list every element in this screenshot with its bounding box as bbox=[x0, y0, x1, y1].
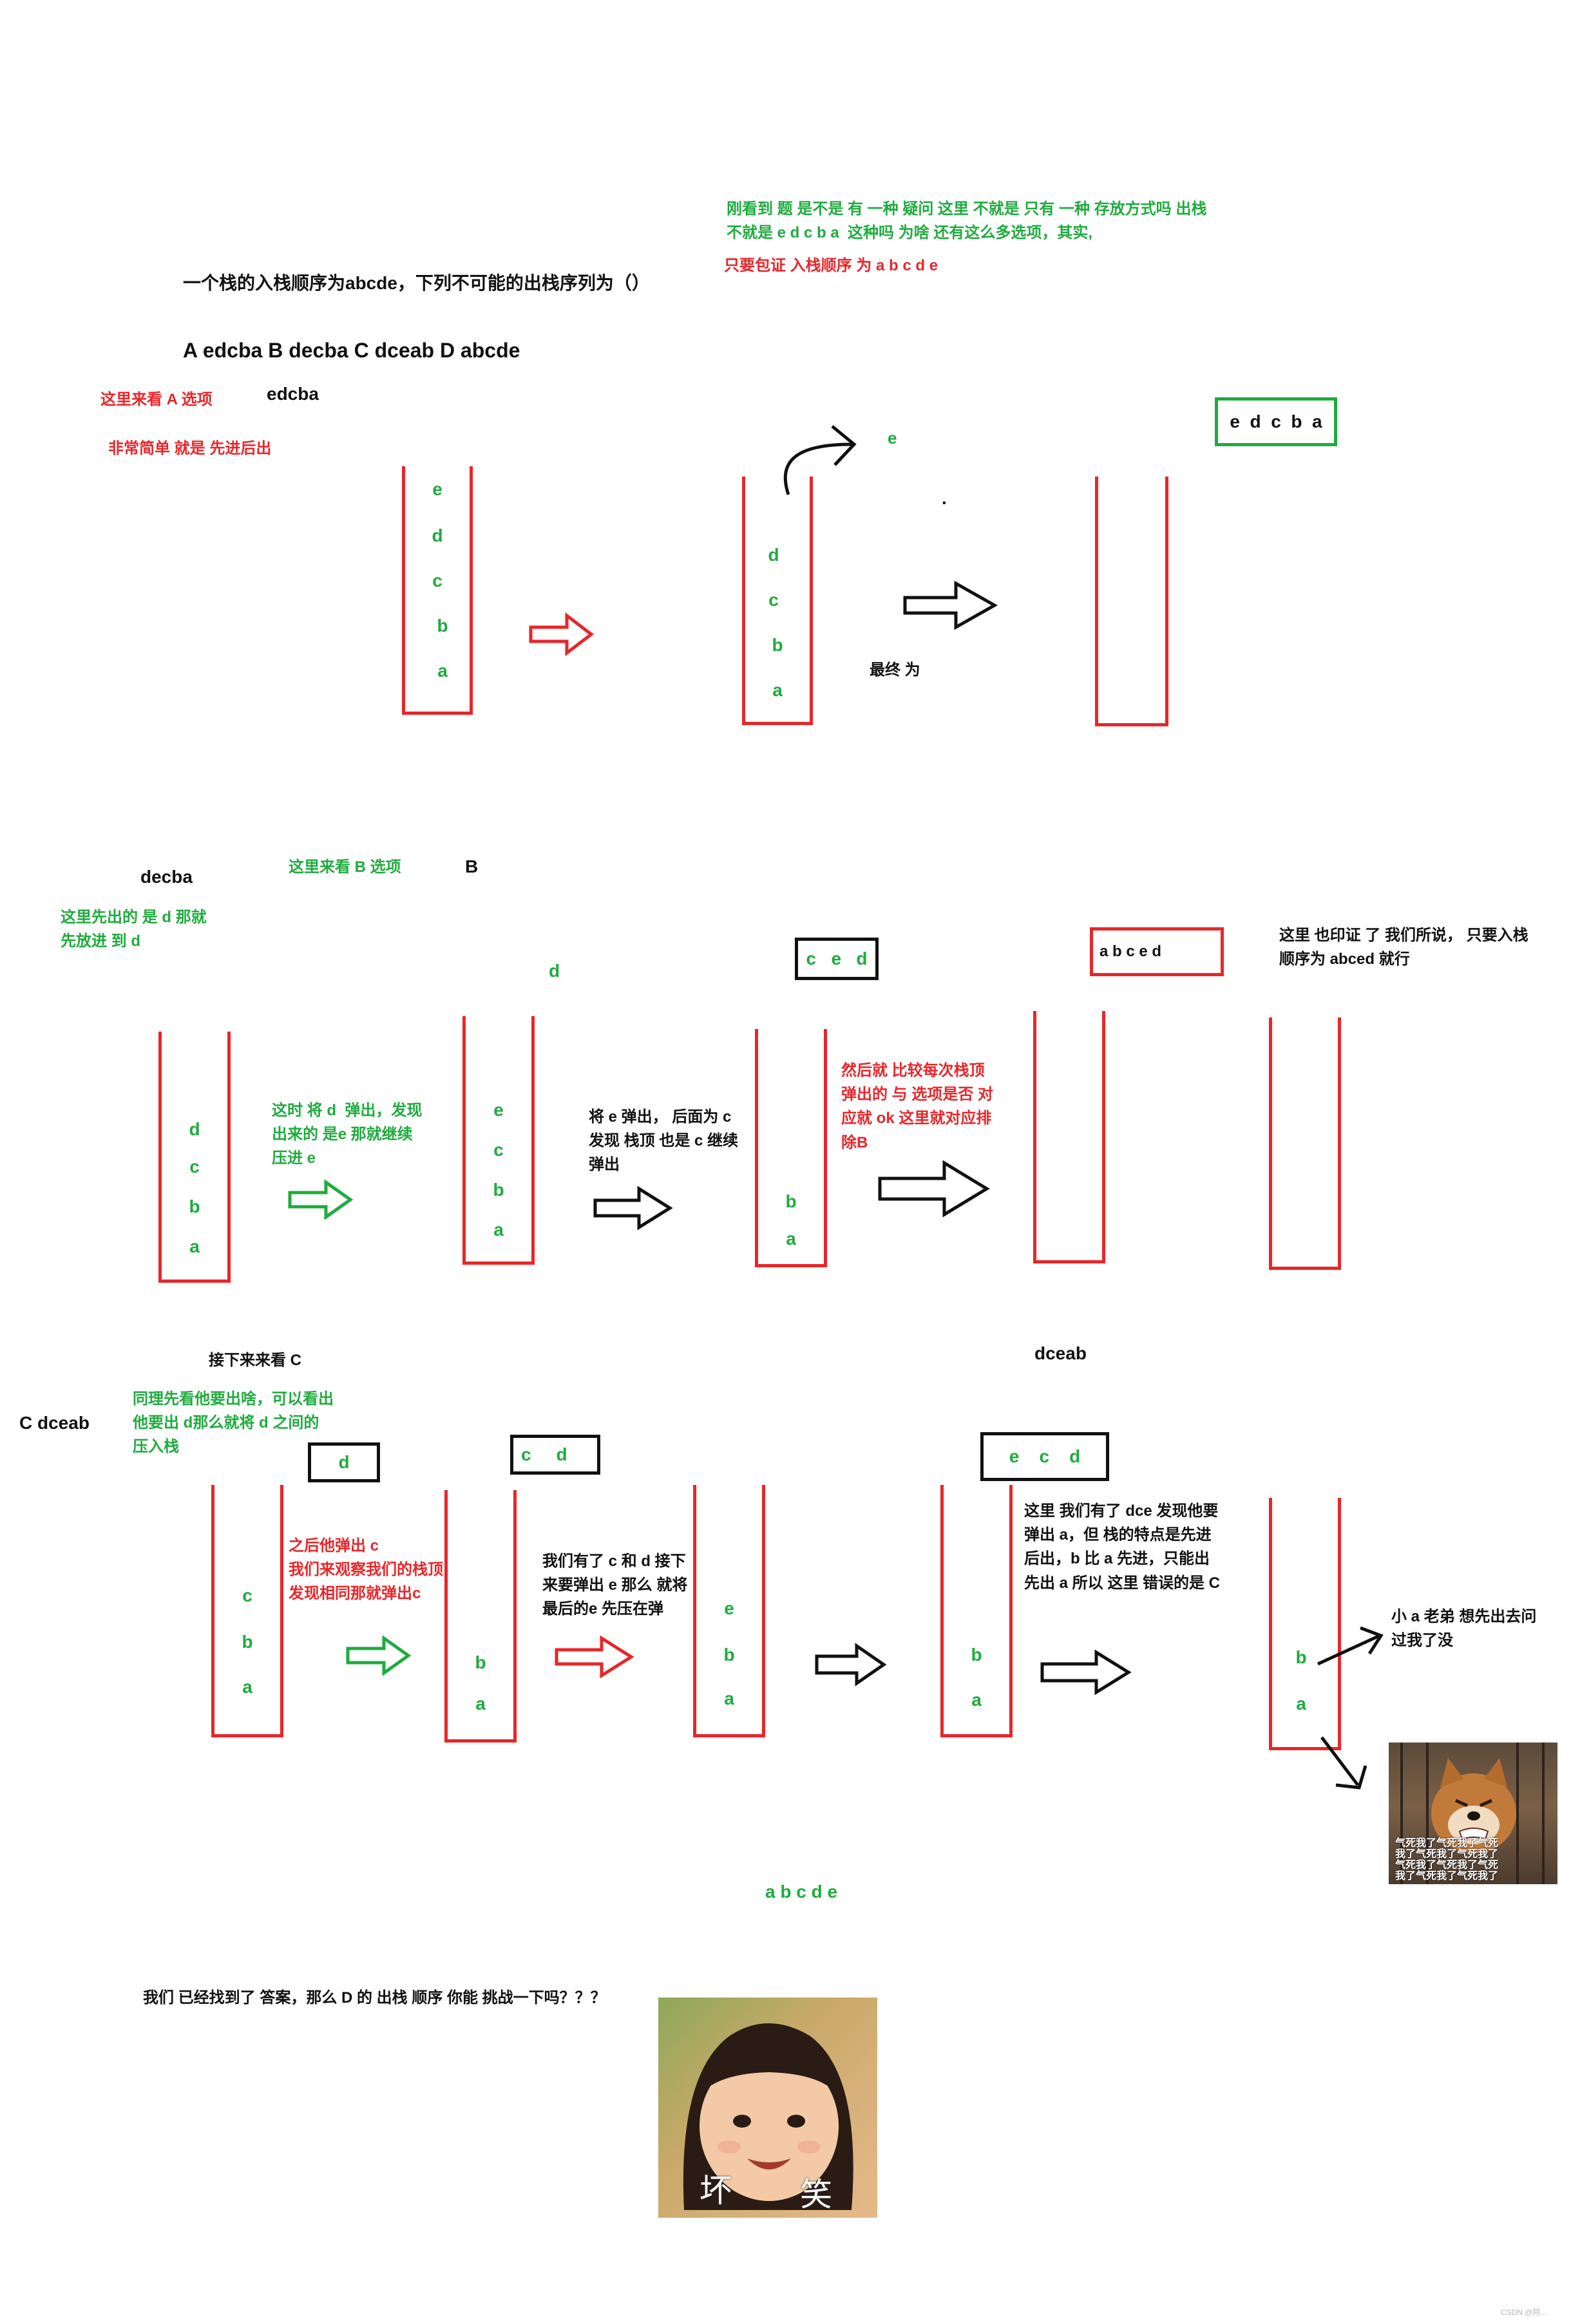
black-arrow-icon bbox=[593, 1185, 674, 1231]
section-c-heading: 接下来来看 C bbox=[209, 1348, 301, 1372]
stack-item: e bbox=[466, 1100, 531, 1120]
stack-item: c bbox=[466, 1140, 531, 1160]
final-label: 最终 为 bbox=[870, 658, 920, 682]
stack-item: c bbox=[162, 1157, 227, 1177]
stack-a2: d c b a bbox=[742, 477, 813, 725]
result-box-c2: c d bbox=[510, 1435, 600, 1475]
stray-dot: . bbox=[942, 484, 947, 512]
stack-item: b bbox=[758, 1191, 824, 1212]
stack-item: a bbox=[448, 1694, 513, 1714]
stack-item: a bbox=[1268, 1694, 1334, 1714]
smiling-girl-meme-image: 坏 笑 bbox=[658, 1998, 877, 2218]
stack-item: a bbox=[696, 1688, 762, 1709]
stack-item: b bbox=[448, 1652, 513, 1673]
stack-item: a bbox=[944, 1690, 1009, 1710]
green-arrow-icon bbox=[345, 1634, 412, 1677]
stack-item: b bbox=[696, 1645, 762, 1665]
section-c-note3: 我们有了 c 和 d 接下 来要弹出 e 那么 就将 最后的e 先压在弹 bbox=[542, 1549, 687, 1621]
section-d-sequence: a b c d e bbox=[765, 1878, 837, 1905]
stack-item: a bbox=[214, 1677, 280, 1697]
meme-caption: 气死我了气死我了气死 我了气死我了气死我了 气死我了气死我了气死 我了气死我了气… bbox=[1395, 1838, 1498, 1882]
stack-item: a bbox=[410, 661, 475, 681]
stack-item: c bbox=[741, 590, 806, 610]
stack-item: b bbox=[466, 1180, 531, 1200]
stack-c1: c b a bbox=[211, 1485, 283, 1737]
section-b-note: 这里先出的 是 d 那就 先放进 到 d bbox=[61, 905, 207, 953]
section-c-note4: 这里 我们有了 dce 发现他要 弹出 a，但 栈的特点是先进 后出，b 比 a… bbox=[1024, 1499, 1220, 1595]
girl-face-icon bbox=[658, 1998, 877, 2218]
stack-c2: b a bbox=[444, 1490, 517, 1743]
options-text: A edcba B decba C dceab D abcde bbox=[183, 335, 520, 367]
section-c-note2: 之后他弹出 c 我们来观察我们的栈顶 发现相同那就弹出c bbox=[289, 1534, 443, 1606]
section-b-note3: 将 e 弹出， 后面为 c 发现 栈顶 也是 c 继续 弹出 bbox=[589, 1105, 738, 1177]
stack-item: b bbox=[162, 1196, 227, 1217]
stack-b3: b a bbox=[755, 1029, 827, 1267]
stack-item: e bbox=[405, 479, 470, 500]
result-box-a: e d c b a bbox=[1215, 397, 1337, 446]
red-arrow-icon bbox=[554, 1634, 635, 1679]
section-c-joke: 小 a 老弟 想先出去问 过我了没 bbox=[1391, 1605, 1536, 1652]
section-b-note4: 然后就 比较每次栈顶 弹出的 与 选项是否 对 应就 ok 这里就对应排 除B bbox=[841, 1059, 993, 1155]
stack-c3: e b a bbox=[693, 1485, 765, 1737]
stack-item: a bbox=[466, 1220, 531, 1240]
question-text: 一个栈的入栈顺序为abcde，下列不可能的出栈序列为（） bbox=[183, 269, 650, 297]
result-box-b1: c e d bbox=[795, 938, 879, 980]
green-arrow-icon bbox=[287, 1178, 354, 1221]
stack-item: e bbox=[696, 1598, 762, 1619]
result-box-c3: e c d bbox=[980, 1432, 1109, 1481]
section-b-letter: B bbox=[465, 853, 478, 880]
stack-item: d bbox=[405, 525, 470, 546]
stack-c4: b a bbox=[940, 1485, 1013, 1737]
intro-note-red: 只要包证 入栈顺序 为 a b c d e bbox=[724, 254, 938, 278]
down-arrow-icon bbox=[1317, 1732, 1375, 1797]
section-a-heading: 这里来看 A 选项 bbox=[100, 388, 213, 411]
stack-item: b bbox=[410, 616, 475, 636]
section-c-sequence: dceab bbox=[1034, 1339, 1087, 1367]
stack-item: d bbox=[162, 1119, 227, 1140]
watermark: CSDN @阿... bbox=[1501, 2307, 1547, 2319]
section-a-sequence: edcba bbox=[267, 380, 319, 408]
section-c-note: 同理先看他要出啥，可以看出 他要出 d那么就将 d 之间的 压入栈 bbox=[133, 1387, 334, 1459]
stack-item: b bbox=[944, 1645, 1009, 1665]
stack-item: a bbox=[162, 1236, 227, 1257]
black-arrow-icon bbox=[877, 1159, 991, 1218]
section-c-label: C dceab bbox=[19, 1409, 90, 1437]
section-b-conclusion: 这里 也印证 了 我们所说， 只要入栈 顺序为 abced 就行 bbox=[1279, 923, 1528, 971]
result-box-b2: a b c e d bbox=[1090, 927, 1224, 976]
intro-note: 刚看到 题 是不是 有 一种 疑问 这里 不就是 只有 一种 存放方式吗 出栈 … bbox=[727, 197, 1206, 245]
stack-a3 bbox=[1095, 477, 1168, 726]
result-box-c1: d bbox=[308, 1442, 380, 1482]
stack-item: a bbox=[745, 680, 810, 701]
section-b-sequence: decba bbox=[140, 863, 193, 891]
escape-arrow-icon bbox=[1314, 1623, 1387, 1673]
angry-dog-meme-image: 气死我了气死我了气死 我了气死我了气死我了 气死我了气死我了气死 我了气死我了气… bbox=[1389, 1743, 1557, 1884]
stack-b4 bbox=[1033, 1011, 1105, 1263]
stack-a1: e d c b a bbox=[402, 466, 473, 715]
section-d-question: 我们 已经找到了 答案，那么 D 的 出栈 顺序 你能 挑战一下吗？？？ bbox=[143, 1986, 606, 2010]
popped-d: d bbox=[549, 957, 560, 985]
black-arrow-icon bbox=[902, 580, 998, 631]
stack-item: b bbox=[745, 635, 810, 656]
section-a-note: 非常简单 就是 先进后出 bbox=[108, 437, 271, 460]
red-arrow-icon bbox=[528, 612, 595, 657]
stack-item: c bbox=[214, 1585, 280, 1606]
popped-e: e bbox=[888, 425, 897, 451]
section-b-note2: 这时 将 d 弹出，发现 出来的 是e 那就继续 压进 e bbox=[272, 1099, 422, 1171]
stack-item: c bbox=[405, 571, 470, 591]
stack-item: a bbox=[758, 1229, 824, 1249]
section-b-heading: 这里来看 B 选项 bbox=[289, 855, 401, 879]
stack-b2: e c b a bbox=[462, 1016, 535, 1265]
black-arrow-icon bbox=[814, 1642, 888, 1687]
meme-right-char: 笑 bbox=[800, 2169, 832, 2215]
meme-left-char: 坏 bbox=[700, 2165, 732, 2211]
stack-b5 bbox=[1269, 1017, 1341, 1270]
stack-item: b bbox=[214, 1632, 280, 1652]
black-arrow-icon bbox=[1040, 1649, 1132, 1696]
stack-item: d bbox=[741, 545, 806, 565]
stack-b1: d c b a bbox=[158, 1032, 231, 1283]
